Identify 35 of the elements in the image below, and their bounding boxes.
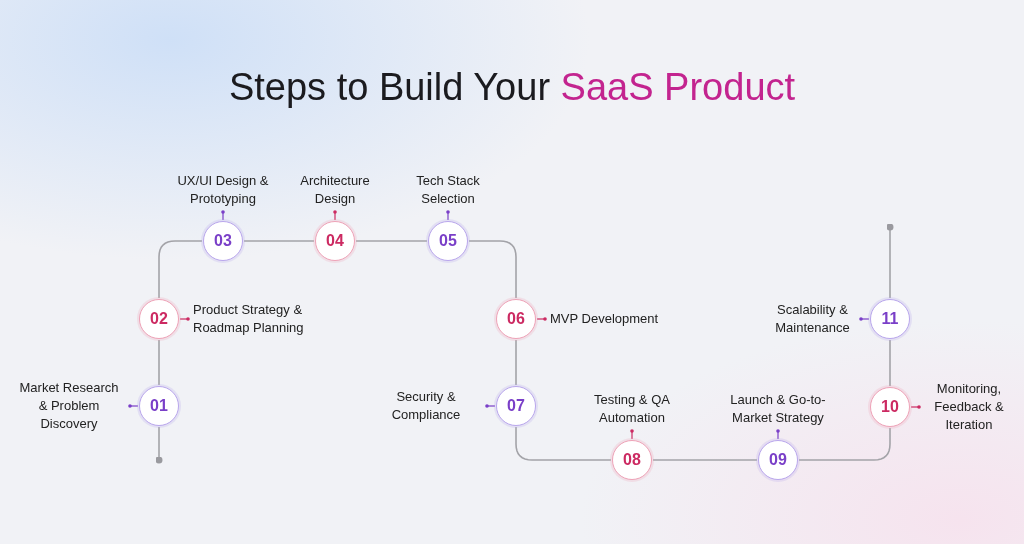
connector-line (158, 339, 160, 386)
connector-line (515, 426, 612, 461)
connector-line (155, 426, 163, 464)
step-label: Tech Stack Selection (415, 172, 481, 208)
step-label: Market Research & Problem Discovery (18, 379, 120, 433)
step-label: Monitoring, Feedback & Iteration (933, 380, 1005, 434)
step-label: UX/UI Design & Prototyping (176, 172, 270, 208)
step-circle: 09 (758, 440, 798, 480)
step-circle: 04 (315, 221, 355, 261)
step-label: Testing & QA Automation (593, 391, 671, 427)
connector-line (652, 459, 758, 461)
step-circle: 06 (496, 299, 536, 339)
step-label: Launch & Go-to-Market Strategy (729, 391, 827, 427)
connector-line (889, 339, 891, 387)
step-circle: 03 (203, 221, 243, 261)
step-label: MVP Development (550, 310, 660, 328)
connector-line (243, 240, 315, 242)
connector-line (468, 240, 517, 299)
step-circle: 02 (139, 299, 179, 339)
connector-line (515, 339, 517, 386)
step-circle: 11 (870, 299, 910, 339)
connector-line (886, 223, 894, 299)
title: Steps to Build Your SaaS Product (227, 66, 797, 109)
step-label: Security & Compliance (390, 388, 462, 424)
step-label: Architecture Design (299, 172, 371, 208)
step-circle: 08 (612, 440, 652, 480)
step-circle: 05 (428, 221, 468, 261)
step-label: Product Strategy & Roadmap Planning (193, 301, 305, 337)
connector-line (798, 427, 891, 461)
step-circle: 07 (496, 386, 536, 426)
connector-line (158, 240, 203, 299)
step-circle: 01 (139, 386, 179, 426)
connector-line (355, 240, 428, 242)
step-label: Scalability & Maintenance (774, 301, 851, 337)
step-circle: 10 (870, 387, 910, 427)
